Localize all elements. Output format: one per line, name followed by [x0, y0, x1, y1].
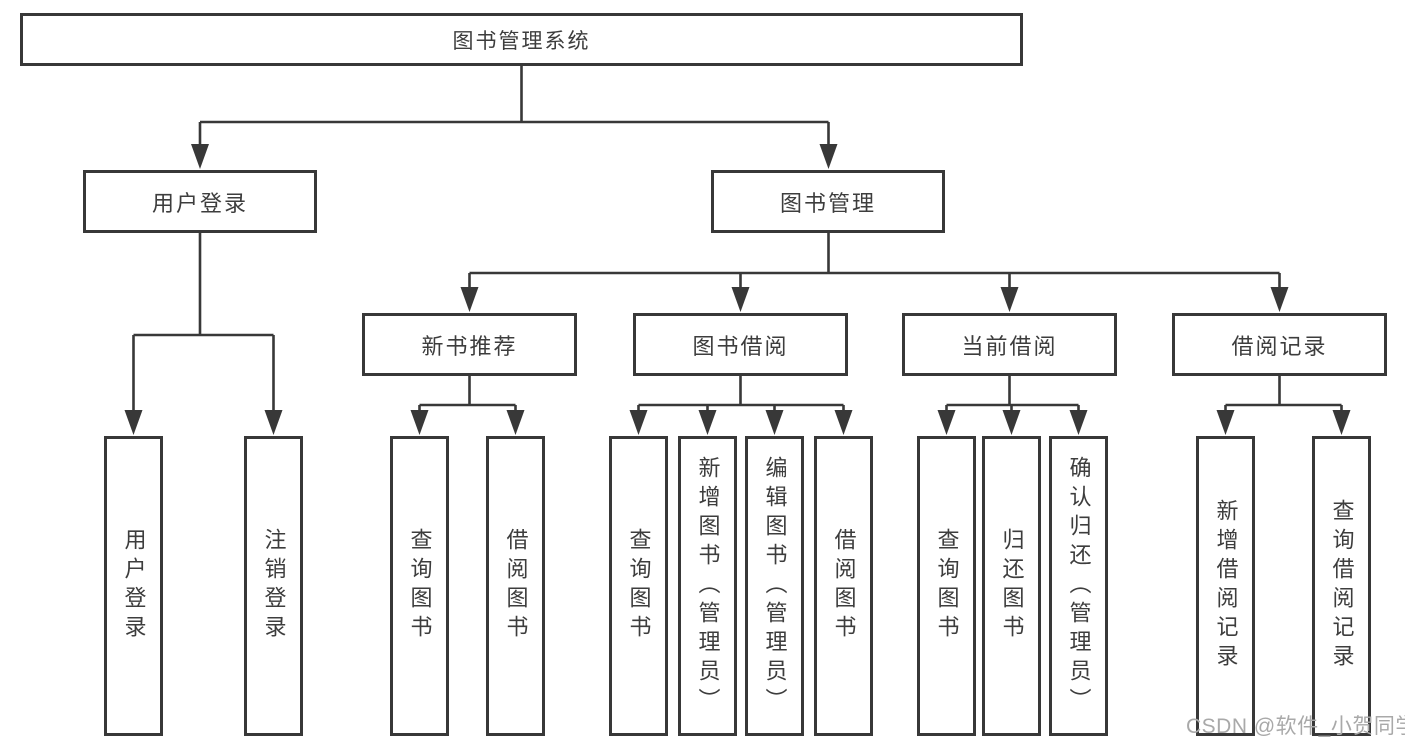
- node-book-borrow: 图书借阅: [633, 313, 848, 376]
- leaf-user-login: 用户登录: [104, 436, 163, 736]
- leaf-logout: 注销登录: [244, 436, 303, 736]
- node-user-login: 用户登录: [83, 170, 317, 233]
- connector-bookmgmt-to-level2: [468, 233, 1281, 288]
- leaf-query-book-current: 查询图书: [917, 436, 976, 736]
- arrowheads: [124, 144, 1351, 435]
- leaf-add-borrow-record: 新增借阅记录: [1196, 436, 1255, 736]
- leaf-add-book-admin: 新增图书（管理员）: [678, 436, 737, 736]
- connector-root-to-level1: [198, 66, 830, 146]
- leaf-edit-book-admin: 编辑图书（管理员）: [745, 436, 804, 736]
- leaf-query-book-recommend: 查询图书: [390, 436, 449, 736]
- connector-current-to-leaves: [945, 376, 1080, 411]
- leaf-query-book-borrow: 查询图书: [609, 436, 668, 736]
- leaf-borrow-book: 借阅图书: [814, 436, 873, 736]
- connector-newbook-to-leaves: [418, 376, 517, 411]
- node-root: 图书管理系统: [20, 13, 1023, 66]
- node-new-book-recommend: 新书推荐: [362, 313, 577, 376]
- node-book-management: 图书管理: [711, 170, 945, 233]
- connector-borrow-to-leaves: [637, 376, 845, 411]
- leaf-query-borrow-record: 查询借阅记录: [1312, 436, 1371, 736]
- connector-record-to-leaves: [1224, 376, 1343, 411]
- leaf-return-book: 归还图书: [982, 436, 1041, 736]
- leaf-borrow-book-recommend: 借阅图书: [486, 436, 545, 736]
- node-current-borrow: 当前借阅: [902, 313, 1117, 376]
- watermark: CSDN @软件_小贺同学: [1186, 715, 1405, 738]
- connector-userlogin-to-leaves: [132, 233, 275, 411]
- leaf-confirm-return-admin: 确认归还（管理员）: [1049, 436, 1108, 736]
- node-borrow-record: 借阅记录: [1172, 313, 1387, 376]
